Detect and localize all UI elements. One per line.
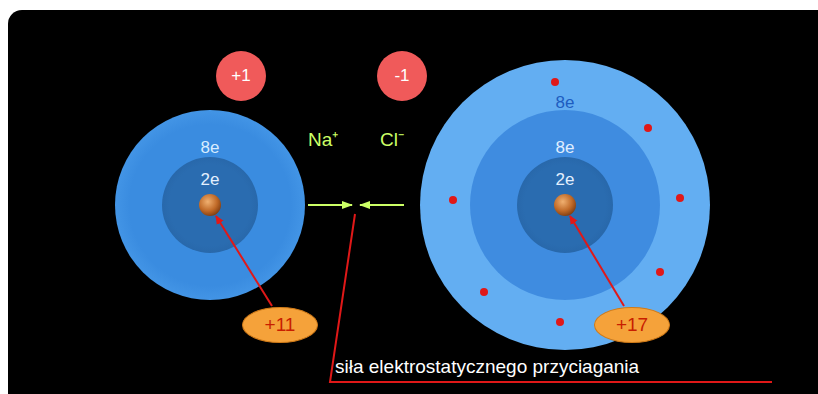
ion-symbol: Cl⁻ [380, 129, 404, 151]
electron [449, 196, 457, 204]
electron-count: 8e [420, 93, 710, 113]
nucleus-charge: +17 [594, 307, 670, 343]
electron-count: 8e [470, 138, 660, 158]
electron-count: 2e [517, 170, 613, 190]
electron-count: 2e [162, 170, 258, 190]
charge-value: +1 [231, 66, 250, 86]
electron [480, 288, 488, 296]
force-label: siła elektrostatycznego przyciagania [335, 356, 639, 378]
electron [644, 124, 652, 132]
nucleus [199, 194, 221, 216]
electron-count: 8e [115, 138, 305, 158]
electron [556, 318, 564, 326]
force-arrow [308, 204, 352, 206]
electron [676, 194, 684, 202]
nucleus-charge: +11 [242, 307, 318, 343]
charge-circle: +1 [216, 51, 266, 101]
charge-circle: -1 [377, 51, 427, 101]
force-arrow [360, 204, 404, 206]
charge-value: +11 [265, 315, 296, 335]
electron [656, 268, 664, 276]
charge-value: -1 [394, 66, 409, 86]
nucleus [554, 194, 576, 216]
leader-line [330, 214, 772, 382]
leader-arrow [570, 216, 624, 306]
leader-arrow [216, 216, 272, 306]
charge-value: +17 [616, 315, 648, 335]
electron [551, 78, 559, 86]
ion-symbol: Na⁺ [308, 129, 338, 151]
